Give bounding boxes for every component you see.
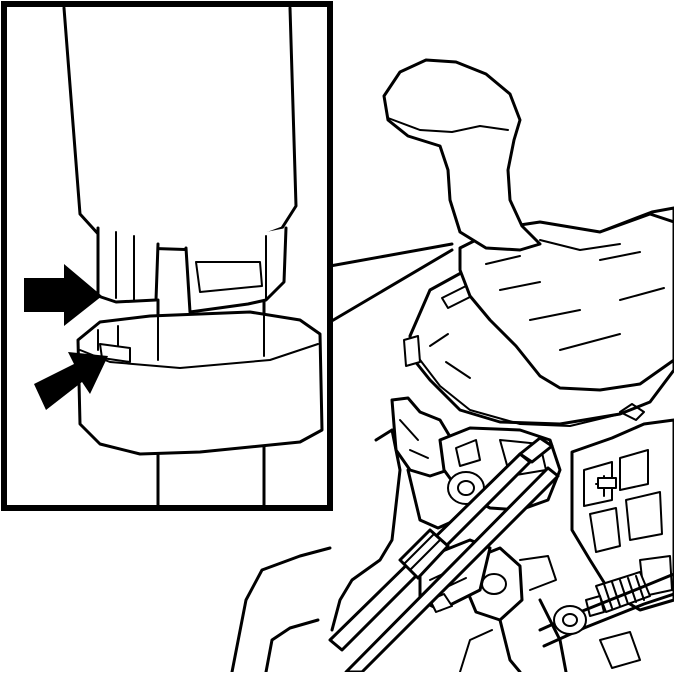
- arrow-lower: [34, 352, 108, 410]
- arrow-upper: [24, 264, 102, 326]
- inset-boot: [62, 6, 298, 252]
- arrow-right-icon: [24, 264, 102, 326]
- screwdriver-tool: [328, 436, 560, 674]
- shift-knob: [382, 58, 542, 252]
- shifter-assembly: [230, 58, 674, 674]
- callout-pointer: [328, 242, 454, 324]
- inset-detail: [1, 1, 333, 511]
- collar-ring: [76, 310, 324, 456]
- retaining-clip: [96, 226, 160, 304]
- arrow-right-icon: [34, 352, 108, 410]
- console-housing: [230, 546, 332, 674]
